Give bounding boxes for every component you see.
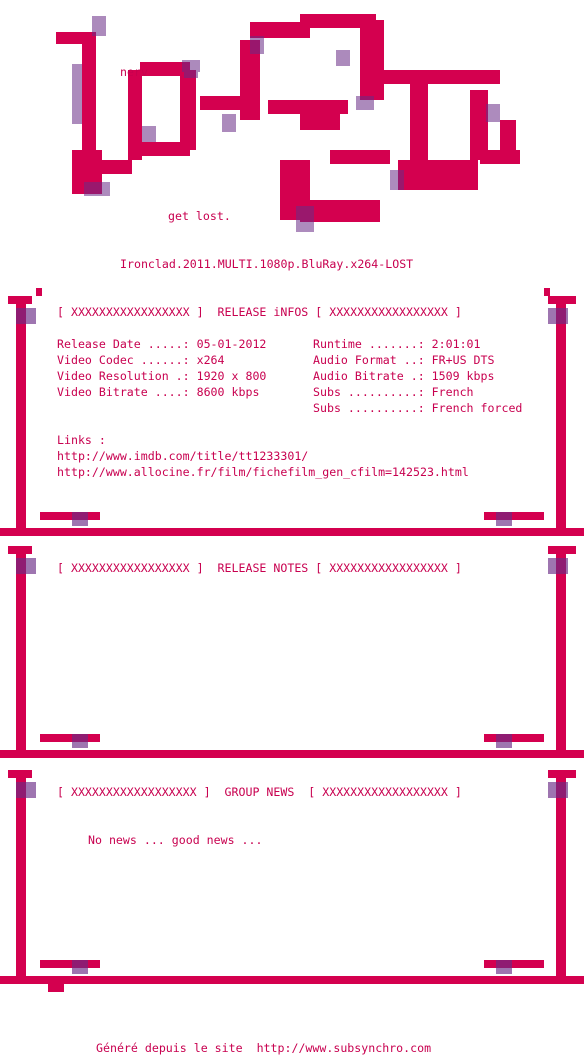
frame-border-right (556, 776, 566, 982)
frame-deco-bl (40, 734, 100, 742)
frame-dither-bl (72, 960, 88, 974)
release-date: Release Date .....: 05-01-2012 (57, 337, 267, 351)
frame-dither-tr (548, 308, 568, 324)
release-notes-header: [ XXXXXXXXXXXXXXXXX ] RELEASE NOTES [ XX… (57, 561, 462, 575)
frame-dither-tl (16, 558, 36, 574)
frame-deco-bl (40, 960, 100, 968)
release-title: Ironclad.2011.MULTI.1080p.BluRay.x264-LO… (120, 257, 414, 271)
frame-corner-tl (8, 770, 32, 778)
audio-bitrate: Audio Bitrate .: 1509 kbps (313, 369, 495, 383)
release-notes-frame: [ XXXXXXXXXXXXXXXXX ] RELEASE NOTES [ XX… (0, 540, 584, 760)
logo-tag-nerv: nerv (120, 65, 148, 79)
frame-deco-tl (36, 288, 42, 296)
audio-format: Audio Format ..: FR+US DTS (313, 353, 495, 367)
frame-border-right (556, 552, 566, 752)
frame-deco-bl (40, 512, 100, 520)
allocine-link[interactable]: http://www.allocine.fr/film/fichefilm_ge… (57, 465, 469, 479)
frame-border-bottom (0, 750, 584, 758)
frame-border-left (16, 552, 26, 752)
group-news-text: No news ... good news ... (88, 833, 263, 847)
frame-border-bottom (0, 976, 584, 984)
lost-logo: nerv get lost. (0, 0, 584, 250)
frame-corner-tr (548, 296, 576, 304)
frame-corner-tl (8, 546, 32, 554)
frame-deco-tr (544, 288, 550, 296)
frame-border-left (16, 300, 26, 532)
frame-dither-tl (16, 308, 36, 324)
frame-deco-br (484, 734, 544, 742)
video-resolution: Video Resolution .: 1920 x 800 (57, 369, 267, 383)
subs-2: Subs ..........: French forced (313, 401, 523, 415)
frame-corner-tl (8, 296, 32, 304)
imdb-link[interactable]: http://www.imdb.com/title/tt1233301/ (57, 449, 309, 463)
runtime: Runtime .......: 2:01:01 (313, 337, 481, 351)
logo-tag-get-lost: get lost. (168, 209, 231, 223)
frame-dither-tr (548, 782, 568, 798)
frame-tail-bl (48, 984, 64, 992)
frame-dither-bl (72, 734, 88, 748)
footer-link[interactable]: http://www.subsynchro.com (256, 1041, 432, 1055)
frame-dither-tr (548, 558, 568, 574)
frame-border-right (556, 300, 566, 532)
frame-corner-tr (548, 546, 576, 554)
frame-dither-br (496, 734, 512, 748)
frame-dither-br (496, 512, 512, 526)
links-label: Links : (57, 433, 106, 447)
frame-dither-tl (16, 782, 36, 798)
video-codec: Video Codec ......: x264 (57, 353, 225, 367)
frame-deco-br (484, 512, 544, 520)
release-infos-frame: [ XXXXXXXXXXXXXXXXX ] RELEASE iNFOS [ XX… (0, 288, 584, 538)
frame-corner-tr (548, 770, 576, 778)
frame-dither-bl (72, 512, 88, 526)
footer: Généré depuis le site http://www.subsync… (96, 1040, 431, 1056)
footer-label: Généré depuis le site (96, 1041, 243, 1055)
frame-dither-br (496, 960, 512, 974)
lost-logo-art (56, 14, 520, 232)
group-news-header: [ XXXXXXXXXXXXXXXXXX ] GROUP NEWS [ XXXX… (57, 785, 462, 799)
video-bitrate: Video Bitrate ....: 8600 kbps (57, 385, 260, 399)
release-infos-header: [ XXXXXXXXXXXXXXXXX ] RELEASE iNFOS [ XX… (57, 305, 462, 319)
frame-deco-br (484, 960, 544, 968)
subs-1: Subs ..........: French (313, 385, 474, 399)
group-news-frame: [ XXXXXXXXXXXXXXXXXX ] GROUP NEWS [ XXXX… (0, 764, 584, 994)
frame-border-bottom (0, 528, 584, 536)
frame-border-left (16, 776, 26, 982)
